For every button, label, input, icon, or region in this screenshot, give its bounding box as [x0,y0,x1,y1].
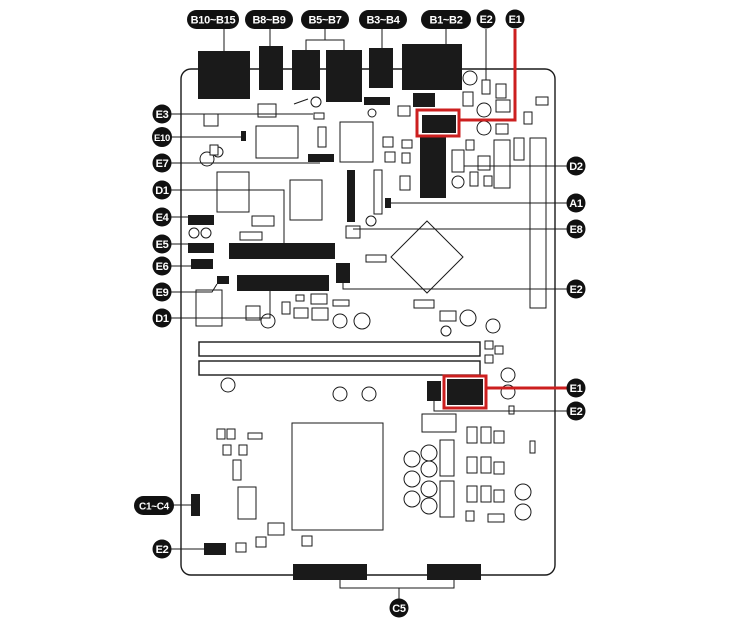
label-e8: E8 [566,219,586,239]
label-a1: A1 [566,193,586,213]
svg-text:E7: E7 [156,158,169,170]
connector-b5-b7-right [326,50,362,102]
connector-d2 [420,136,446,198]
label-d2: D2 [566,156,586,176]
svg-text:B8~B9: B8~B9 [252,15,285,27]
svg-text:D1: D1 [155,185,169,197]
connector-b10-b15 [198,51,250,99]
connector-e2-bottom [204,543,226,555]
label-d1-upper: D1 [152,180,172,200]
cpu-socket [291,422,384,531]
svg-text:B10~B15: B10~B15 [191,15,236,27]
connector-a1-vertical [347,170,355,222]
svg-text:E2: E2 [570,284,583,296]
svg-text:E4: E4 [156,212,170,224]
connector-e2-lower [427,381,441,401]
label-e2-top: E2 [476,9,496,29]
label-e5: E5 [152,234,172,254]
connector-e1-lower [447,379,483,405]
highlight-e1-top [415,108,461,138]
svg-text:E2: E2 [156,544,169,556]
label-b3-b4: B3~B4 [359,10,407,29]
label-b10-b15: B10~B15 [187,10,239,29]
svg-text:E5: E5 [156,239,169,251]
connector-e6 [191,259,213,269]
label-e3: E3 [152,104,172,124]
svg-text:B3~B4: B3~B4 [366,15,400,27]
highlights [415,29,568,410]
connector-e1-top [422,115,456,133]
label-e7: E7 [152,153,172,173]
connector-b1-b2 [402,44,462,90]
label-e10: E10 [152,127,172,147]
svg-text:B5~B7: B5~B7 [308,15,341,27]
connector-c5-left [293,564,367,580]
label-e9: E9 [152,282,172,302]
svg-text:E9: E9 [156,287,169,299]
svg-text:E3: E3 [156,109,169,121]
connector-b3-b4 [369,48,393,88]
svg-text:E2: E2 [480,14,493,26]
middle-area-components [188,169,501,337]
svg-text:D1: D1 [155,313,169,325]
pci-slot-2 [198,360,481,376]
chipset [390,220,464,294]
right-side-components [399,136,547,309]
svg-text:A1: A1 [569,198,583,210]
connector-e2-mid [336,263,350,283]
label-e6: E6 [152,256,172,276]
connector-b5-b7-left [292,50,320,90]
svg-text:E1: E1 [570,383,583,395]
lower-area-components [191,377,536,555]
label-d1-lower: D1 [152,308,172,328]
label-b8-b9: B8~B9 [245,10,293,29]
leader-lines [171,29,568,599]
svg-text:E2: E2 [570,406,583,418]
connector-e5 [188,243,214,253]
connector-c5-right [427,564,481,580]
label-e2-lower: E2 [566,401,586,421]
svg-text:C1~C4: C1~C4 [139,502,170,513]
connector-d1-upper [229,243,335,259]
svg-text:E10: E10 [154,133,170,144]
svg-text:E6: E6 [156,261,169,273]
label-e2-mid: E2 [566,279,586,299]
connector-e9 [217,276,229,284]
callout-labels: B10~B15 B8~B9 B5~B7 B3~B4 B1~B2 E2 E1 [134,9,586,618]
highlight-e1-lower [442,374,488,410]
connector-b8-b9 [259,46,283,90]
label-c5: C5 [389,598,409,618]
label-e2-bottom: E2 [152,539,172,559]
highlight-e1-top-leader [459,29,517,122]
svg-text:C5: C5 [392,603,406,615]
label-c1-c4: C1~C4 [134,496,174,515]
connector-e4 [188,215,214,225]
pci-slot-1 [198,341,481,357]
label-e1-lower: E1 [566,378,586,398]
label-b1-b2: B1~B2 [421,10,471,29]
svg-text:B1~B2: B1~B2 [429,15,462,27]
label-e1-top: E1 [505,9,525,29]
label-e4: E4 [152,207,172,227]
label-b5-b7: B5~B7 [301,10,349,29]
connector-d1-lower [237,275,329,291]
svg-text:D2: D2 [569,161,583,173]
bottom-connectors [293,564,481,580]
svg-text:E1: E1 [509,14,522,26]
connector-a1 [385,198,391,208]
long-slot-right [529,137,547,309]
connector-c1-c4 [191,494,200,516]
rear-io-connectors [198,44,462,102]
svg-text:E8: E8 [570,224,583,236]
